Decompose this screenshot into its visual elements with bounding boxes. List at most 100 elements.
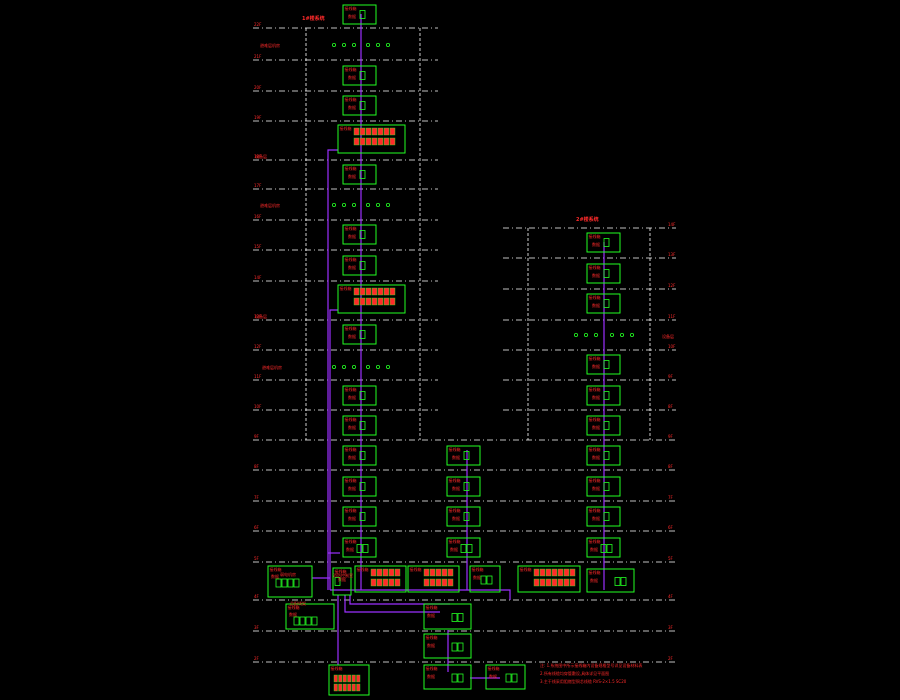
floor-label: 14F xyxy=(254,275,262,280)
svg-text:接线箱: 接线箱 xyxy=(410,566,422,572)
svg-text:数据: 数据 xyxy=(592,363,600,369)
svg-text:数据: 数据 xyxy=(348,394,356,400)
floor-label: 10F xyxy=(254,404,262,409)
detector-icon xyxy=(331,43,336,48)
floor-label: 15F xyxy=(254,244,262,249)
svg-text:接线箱: 接线箱 xyxy=(589,294,601,300)
svg-text:接线箱: 接线箱 xyxy=(345,96,357,102)
svg-text:接线箱: 接线箱 xyxy=(589,416,601,422)
floor-label: 4F xyxy=(668,594,674,599)
note-line-3: 3.主干线采用阻燃型铜芯线缆 RVS-2×1.5 SC20 xyxy=(540,678,627,684)
left-tower-title: 1#楼系统 xyxy=(302,15,325,22)
detector-icon xyxy=(341,202,346,207)
svg-text:接线箱: 接线箱 xyxy=(345,538,357,544)
svg-text:接线箱: 接线箱 xyxy=(345,66,357,72)
svg-text:接线箱: 接线箱 xyxy=(340,125,352,131)
junction-box: 接线箱 xyxy=(328,664,370,696)
note-line-2: 2.所有线缆均穿管敷设,具体详见平面图 xyxy=(540,670,609,676)
svg-text:数据: 数据 xyxy=(348,104,356,110)
floor-label: 9F xyxy=(254,434,260,439)
svg-text:接线箱: 接线箱 xyxy=(589,446,601,452)
detector-icon xyxy=(375,364,380,369)
svg-text:接线箱: 接线箱 xyxy=(449,477,461,483)
svg-text:接线箱: 接线箱 xyxy=(345,446,357,452)
floor-label: 8F xyxy=(254,464,260,469)
svg-text:接线箱: 接线箱 xyxy=(345,386,357,392)
floor-label: 11F xyxy=(668,314,676,319)
floor-label: 13F xyxy=(254,314,262,319)
floor-label: 22F xyxy=(254,22,262,27)
floor-label: 6F xyxy=(668,525,674,530)
svg-text:接线箱: 接线箱 xyxy=(520,566,532,572)
svg-text:数据: 数据 xyxy=(289,611,297,617)
floor-label: 3F xyxy=(254,625,260,630)
floor-label: 3F xyxy=(668,625,674,630)
svg-text:数据: 数据 xyxy=(592,394,600,400)
svg-text:数据: 数据 xyxy=(592,302,600,308)
svg-text:数据: 数据 xyxy=(489,673,497,679)
svg-text:接线箱: 接线箱 xyxy=(589,233,601,239)
svg-text:数据: 数据 xyxy=(427,642,435,648)
svg-text:接线箱: 接线箱 xyxy=(270,566,282,572)
svg-text:接线箱: 接线箱 xyxy=(589,507,601,513)
detector-icon xyxy=(365,364,370,369)
special-label-4: 设备层 xyxy=(255,313,267,319)
svg-text:数据: 数据 xyxy=(452,515,460,521)
svg-text:接线箱: 接线箱 xyxy=(449,507,461,513)
floor-label: 11F xyxy=(254,374,262,379)
svg-text:数据: 数据 xyxy=(348,233,356,239)
left-tower-walls xyxy=(305,28,421,440)
svg-text:数据: 数据 xyxy=(592,454,600,460)
floor-label: 16F xyxy=(254,214,262,219)
detector-icon xyxy=(351,364,356,369)
floor-label: 13F xyxy=(668,252,676,257)
svg-text:数据: 数据 xyxy=(338,576,346,582)
svg-text:数据: 数据 xyxy=(348,333,356,339)
svg-text:接线箱: 接线箱 xyxy=(589,386,601,392)
svg-text:接线箱: 接线箱 xyxy=(426,604,438,610)
svg-text:接线箱: 接线箱 xyxy=(589,538,601,544)
svg-text:数据: 数据 xyxy=(590,577,598,583)
svg-text:接线箱: 接线箱 xyxy=(340,285,352,291)
note-line-1: 注: 1.系统图中所示接线箱内设备规格型号详见设备材料表 xyxy=(540,662,642,668)
svg-text:数据: 数据 xyxy=(427,673,435,679)
svg-text:数据: 数据 xyxy=(592,485,600,491)
svg-text:数据: 数据 xyxy=(348,13,356,19)
detector-icon xyxy=(574,332,579,337)
junction-boxes: 接线箱数据接线箱数据接线箱数据接线箱接线箱数据接线箱数据接线箱数据接线箱接线箱数… xyxy=(267,4,635,696)
detector-icon xyxy=(331,364,336,369)
floor-label: 7F xyxy=(668,495,674,500)
svg-text:接线箱: 接线箱 xyxy=(426,634,438,640)
floor-label: 17F xyxy=(254,183,262,188)
floor-label: 9F xyxy=(668,374,674,379)
svg-text:接线箱: 接线箱 xyxy=(589,569,601,575)
svg-text:数据: 数据 xyxy=(592,272,600,278)
detector-icon xyxy=(630,332,635,337)
svg-text:接线箱: 接线箱 xyxy=(357,566,369,572)
svg-text:接线箱: 接线箱 xyxy=(345,5,357,11)
floor-label: 10F xyxy=(668,344,676,349)
detector-icon xyxy=(594,332,599,337)
svg-text:数据: 数据 xyxy=(592,515,600,521)
floor-label: 5F xyxy=(668,556,674,561)
detector-icon xyxy=(610,332,615,337)
